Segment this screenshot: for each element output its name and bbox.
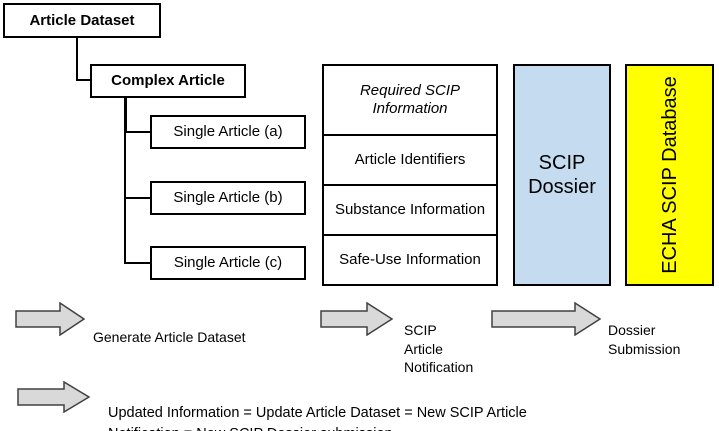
complex-article-label: Complex Article	[111, 72, 225, 90]
generate-article-dataset-arrow[interactable]	[15, 302, 85, 336]
single-article-b-label: Single Article (b)	[173, 189, 283, 207]
update-information-caption-text: Updated Information = Update Article Dat…	[108, 405, 527, 431]
article-dataset-label: Article Dataset	[29, 11, 135, 29]
connector-root-vertical	[76, 38, 78, 80]
scip-table-row-article-identifiers[interactable]: Article Identifiers	[322, 135, 498, 186]
scip-table-row-safe-use-information[interactable]: Safe-Use Information	[322, 235, 498, 286]
scip-dossier-label: SCIP Dossier	[528, 152, 596, 198]
scip-table-header-label: Required SCIP Information	[359, 82, 461, 117]
dossier-submission-caption-text: Dossier Submission	[608, 322, 681, 357]
dossier-submission-arrow[interactable]	[491, 302, 601, 336]
arrow-right-icon	[320, 302, 393, 336]
single-article-a-label: Single Article (a)	[173, 123, 283, 141]
connector-branch-a	[124, 131, 152, 133]
update-information-arrow[interactable]	[17, 381, 90, 413]
connector-branch-b	[124, 197, 152, 199]
single-article-c-box[interactable]: Single Article (c)	[150, 246, 306, 280]
connector-branch-c	[124, 262, 152, 264]
scip-article-notification-arrow[interactable]	[320, 302, 393, 336]
generate-article-dataset-caption: Generate Article Dataset	[93, 310, 303, 347]
scip-row-label-article-identifiers: Article Identifiers	[354, 151, 466, 168]
scip-table-header-cell: Required SCIP Information	[322, 64, 498, 136]
update-information-caption: Updated Information = Update Article Dat…	[108, 382, 708, 431]
scip-dossier-box[interactable]: SCIP Dossier	[513, 64, 611, 286]
connector-trunk-stub	[124, 98, 127, 133]
single-article-b-box[interactable]: Single Article (b)	[150, 181, 306, 215]
arrow-right-icon	[15, 302, 85, 336]
echa-scip-database-label: ECHA SCIP Database	[658, 76, 681, 274]
article-dataset-box[interactable]: Article Dataset	[3, 3, 161, 38]
single-article-a-box[interactable]: Single Article (a)	[150, 115, 306, 149]
complex-article-box[interactable]: Complex Article	[90, 64, 246, 98]
scip-article-notification-caption: SCIP Article Notification	[404, 303, 494, 377]
scip-row-label-safe-use-information: Safe-Use Information	[339, 251, 481, 268]
generate-article-dataset-caption-text: Generate Article Dataset	[93, 329, 246, 346]
connector-root-horizontal	[76, 79, 92, 81]
arrow-right-icon	[491, 302, 601, 336]
arrow-right-icon	[17, 381, 90, 413]
dossier-submission-caption: Dossier Submission	[608, 303, 713, 358]
single-article-c-label: Single Article (c)	[173, 254, 283, 272]
echa-scip-database-box[interactable]: ECHA SCIP Database	[625, 64, 714, 286]
scip-row-label-substance-information: Substance Information	[334, 201, 486, 218]
scip-table-row-substance-information[interactable]: Substance Information	[322, 185, 498, 236]
scip-article-notification-caption-text: SCIP Article Notification	[404, 322, 474, 376]
